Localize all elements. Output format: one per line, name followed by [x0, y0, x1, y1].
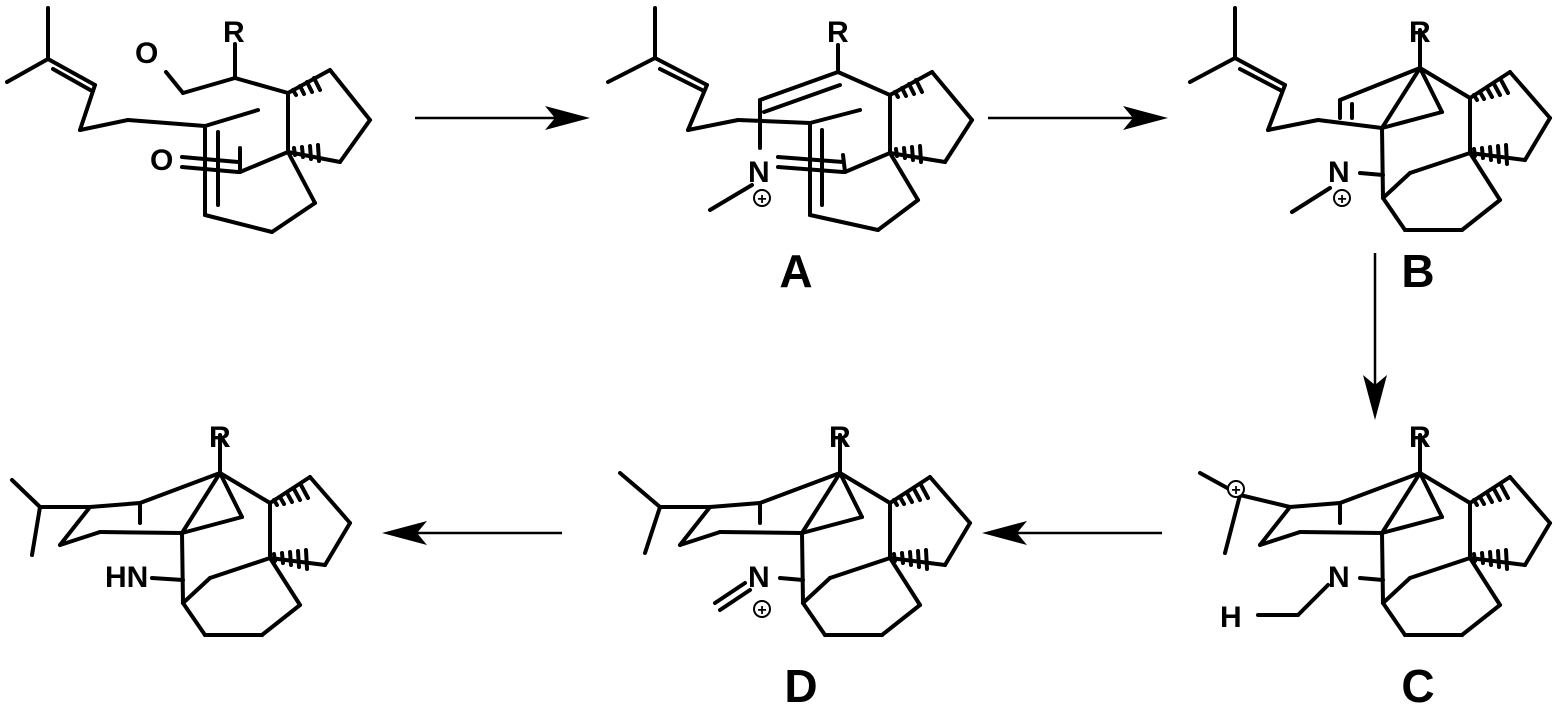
charge-sign: +: [1231, 482, 1240, 499]
compound-label-a: A: [779, 245, 812, 297]
charge-sign: +: [757, 191, 766, 208]
intermediate-c: N H + R C: [1198, 421, 1552, 712]
nitrogen-atom: N: [1328, 156, 1350, 189]
compound-label-c: C: [1401, 660, 1434, 712]
nitrogen-atom: N: [748, 561, 770, 594]
intermediate-b: N + R B: [1188, 6, 1552, 297]
final-product: HN R: [10, 421, 352, 637]
substituent-label: R: [827, 16, 849, 49]
intermediate-a: N + R A: [606, 6, 974, 297]
charge-sign: +: [757, 602, 766, 619]
positive-charge: +: [1227, 480, 1245, 499]
positive-charge: +: [1333, 189, 1351, 208]
positive-charge: +: [753, 189, 771, 208]
arrow-d-to-product: [382, 521, 562, 545]
positive-charge: +: [753, 600, 771, 619]
intermediate-d: N + R D: [618, 421, 972, 712]
arrow-c-to-d: [982, 521, 1162, 545]
amine-group: HN: [105, 561, 148, 594]
substituent-label: R: [1409, 421, 1431, 454]
arrow-start-to-a: [415, 106, 590, 130]
compound-label-d: D: [784, 660, 817, 712]
arrow-b-to-c: [1363, 253, 1387, 420]
nitrogen-atom: N: [748, 156, 770, 189]
oxygen-atom: O: [135, 37, 158, 70]
substituent-label: R: [209, 421, 231, 454]
substituent-label: R: [1409, 16, 1431, 49]
hydrogen-atom: H: [1220, 601, 1242, 634]
substituent-label: R: [223, 16, 245, 49]
oxygen-atom: O: [150, 144, 173, 177]
starting-material: O O R: [5, 6, 372, 234]
compound-label-b: B: [1401, 245, 1434, 297]
arrow-a-to-b: [988, 106, 1168, 130]
substituent-label: R: [829, 421, 851, 454]
charge-sign: +: [1337, 191, 1346, 208]
nitrogen-atom: N: [1328, 561, 1350, 594]
